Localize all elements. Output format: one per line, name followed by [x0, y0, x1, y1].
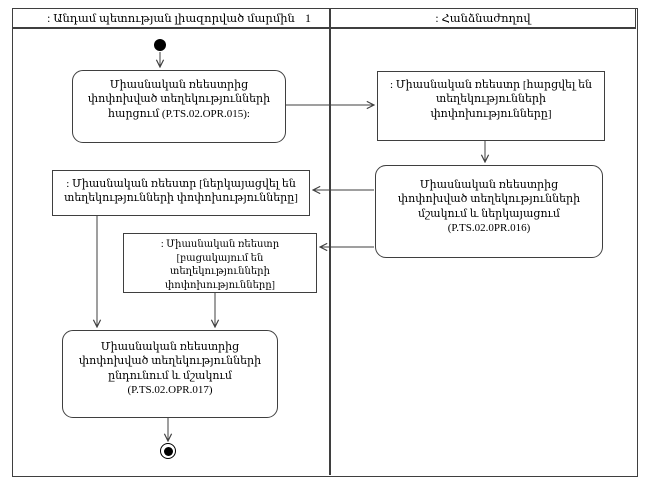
object-register-requested: : Միասնական ռեեստր [հարցվել են տեղեկությ… [377, 71, 605, 141]
activity-label: Միասնական ռեեստրից փոփոխված տեղեկություն… [78, 341, 262, 396]
swimlane-title: : Անդամ պետության լիազորված մարմին [47, 13, 295, 25]
object-register-presented: : Միասնական ռեեստր [ներկայացվել են տեղեկ… [52, 170, 310, 216]
activity-process-present-info: Միասնական ռեեստրից փոփոխված տեղեկություն… [375, 165, 603, 258]
swimlane-header-authorized-body: : Անդամ պետության լիազորված մարմին 1 [12, 8, 330, 29]
initial-node-icon [154, 39, 166, 51]
object-label: : Միասնական ռեեստր [բացակայում են տեղեկո… [160, 239, 280, 291]
swimlane-divider [329, 8, 331, 475]
object-label: : Միասնական ռեեստր [հարցվել են տեղեկությ… [390, 79, 592, 120]
swimlane-header-commission: : Հանձնաժողով [330, 8, 636, 29]
final-node-inner-dot [163, 446, 173, 456]
object-label: : Միասնական ռեեստր [ներկայացվել են տեղեկ… [64, 178, 298, 205]
final-node-icon [160, 443, 176, 459]
activity-label: Միասնական ռեեստրից փոփոխված տեղեկություն… [87, 79, 271, 120]
activity-request-changed-info: Միասնական ռեեստրից փոփոխված տեղեկություն… [72, 70, 286, 143]
object-register-changes-absent: : Միասնական ռեեստր [բացակայում են տեղեկո… [123, 233, 317, 293]
activity-receive-process-info: Միասնական ռեեստրից փոփոխված տեղեկություն… [62, 330, 278, 418]
swimlane-title: : Հանձնաժողով [435, 13, 531, 25]
activity-label: Միասնական ռեեստրից փոփոխված տեղեկություն… [397, 179, 581, 234]
page-marker: 1 [305, 11, 311, 25]
